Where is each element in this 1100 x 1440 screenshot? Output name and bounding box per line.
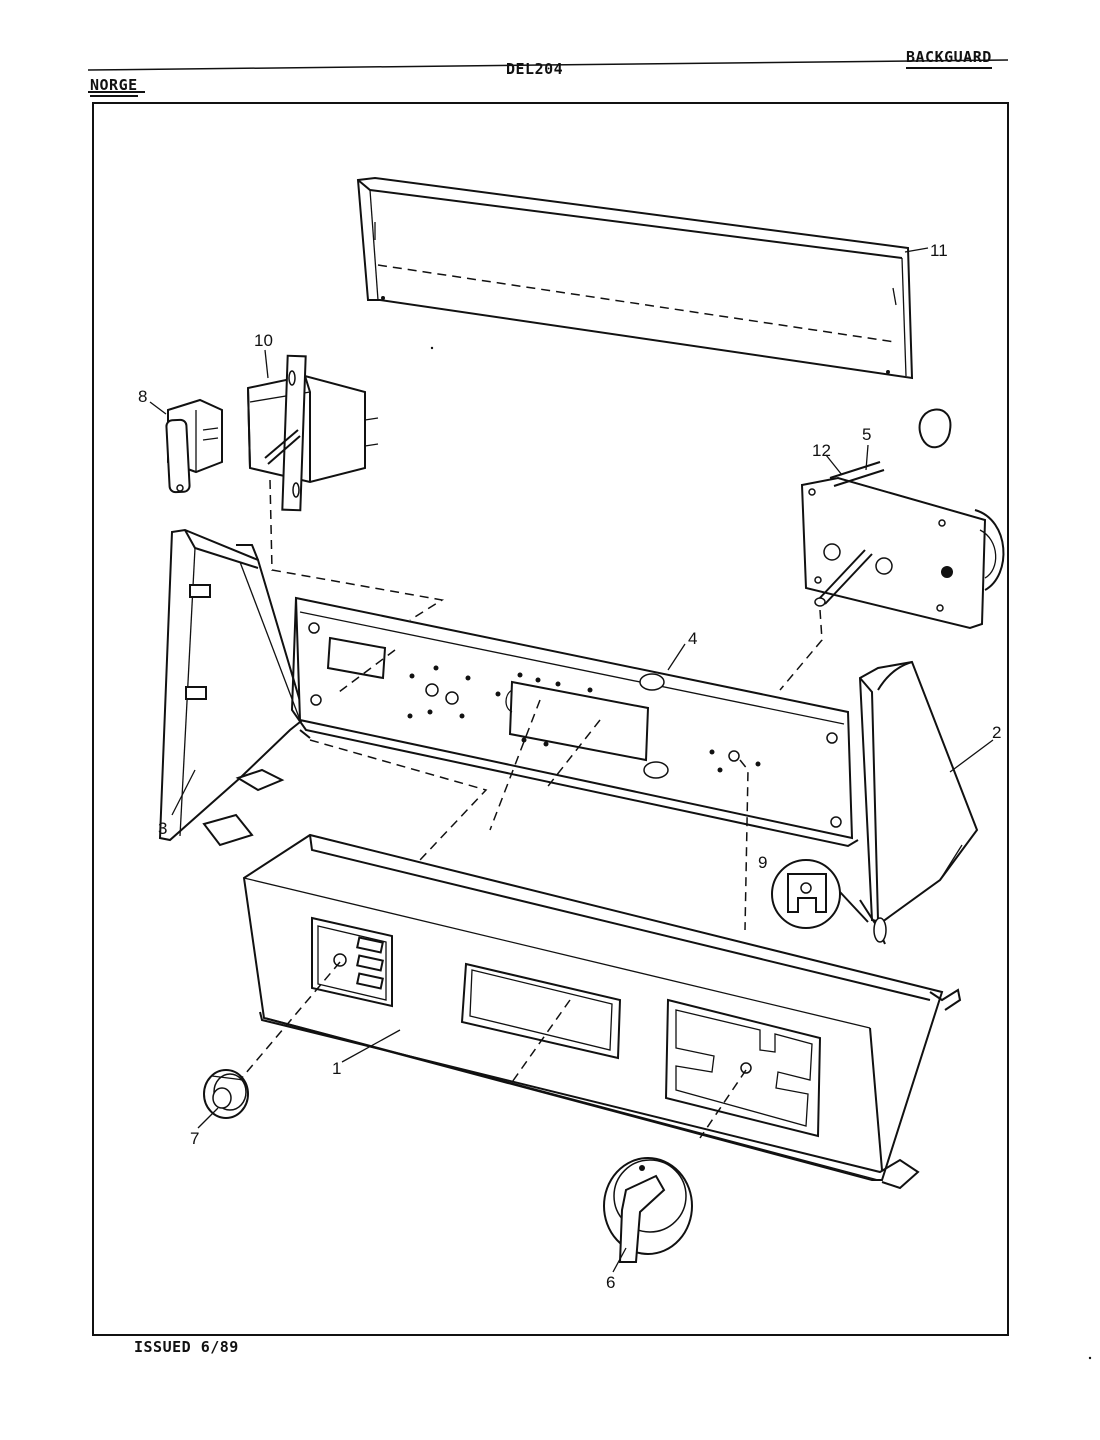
- callout-3: 3: [158, 819, 167, 838]
- part-2-right-end-cap: [858, 660, 979, 945]
- callout-12: 12: [812, 441, 831, 460]
- diagram-frame: [92, 102, 1009, 1336]
- part-11-top-trim: [356, 176, 914, 380]
- part-8-relay: [165, 398, 223, 494]
- part-3-left-bracket: [158, 528, 307, 847]
- callout-11: 11: [930, 241, 948, 260]
- callout-8: 8: [138, 387, 147, 406]
- leader-lines: [149, 247, 994, 1273]
- part-10-switch: [246, 354, 379, 512]
- callout-7: 7: [190, 1129, 199, 1148]
- part-1-front-panel: [242, 833, 962, 1190]
- part-7-small-knob: [203, 1069, 249, 1119]
- brand-label: NORGE: [90, 76, 138, 97]
- callout-4: 4: [688, 629, 697, 648]
- part-6-large-knob: [603, 1157, 693, 1263]
- issued-date: ISSUED 6/89: [134, 1338, 239, 1356]
- callout-10: 10: [254, 331, 273, 350]
- assembly-dash-lines: [239, 479, 823, 1139]
- callout-6: 6: [606, 1273, 615, 1292]
- part-5-timer: [800, 408, 1005, 630]
- callout-1: 1: [332, 1059, 341, 1078]
- callout-9: 9: [758, 853, 767, 872]
- part-9-clip-detail: [771, 859, 869, 929]
- callout-5: 5: [862, 425, 871, 444]
- callout-2: 2: [992, 723, 1001, 742]
- part-4-control-panel: [290, 596, 859, 848]
